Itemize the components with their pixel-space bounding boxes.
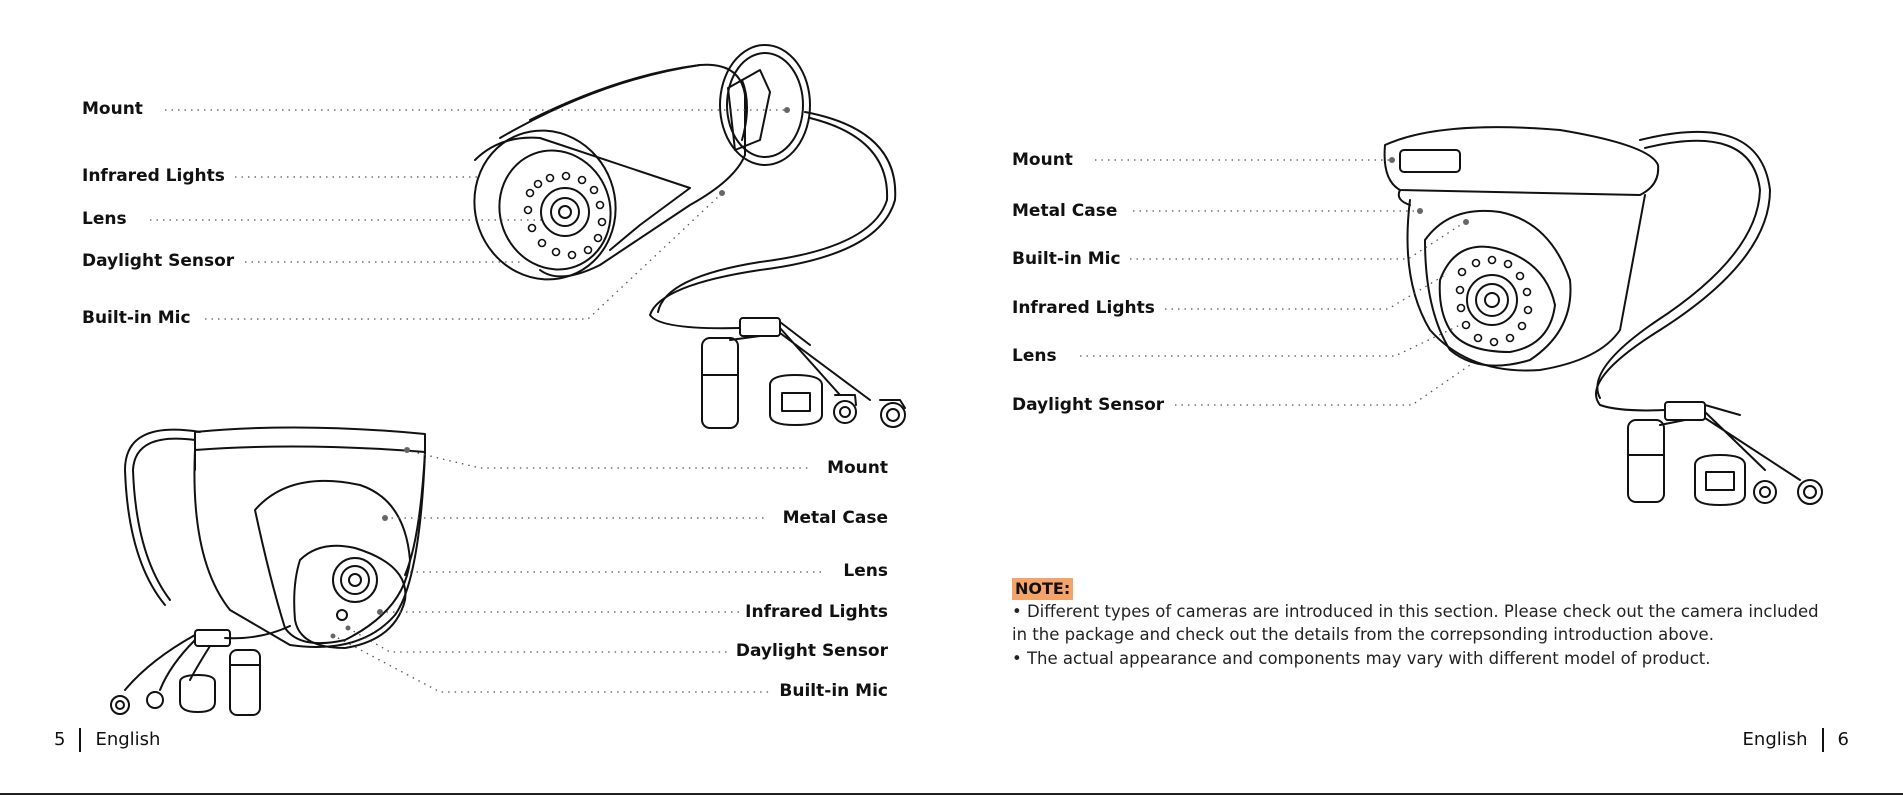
bottom-rule <box>0 793 1903 795</box>
dome-left-label-mount: Mount <box>827 458 888 478</box>
dome-right-label-metal-case: Metal Case <box>1012 201 1118 221</box>
dome-left-label-lens: Lens <box>843 561 888 581</box>
footer-divider <box>1821 728 1824 752</box>
dome-left-label-daylight-sensor: Daylight Sensor <box>735 641 888 661</box>
note-tag: NOTE: <box>1012 578 1074 600</box>
footer-right: English 6 <box>1743 728 1849 752</box>
right-page-number: 6 <box>1837 729 1849 750</box>
footer-divider <box>79 728 82 752</box>
dome-right-label-infrared-lights: Infrared Lights <box>1012 298 1155 318</box>
dome-right-label-daylight-sensor: Daylight Sensor <box>1012 395 1165 415</box>
bullet-label-infrared-lights: Infrared Lights <box>82 166 225 186</box>
right-language: English <box>1742 729 1808 750</box>
dome-camera-right-illustration <box>1383 126 1823 506</box>
bullet-label-mount: Mount <box>82 99 143 119</box>
bullet-label-daylight-sensor: Daylight Sensor <box>82 251 235 271</box>
note-line-1: • Different types of cameras are introdu… <box>1012 602 1819 621</box>
left-language: English <box>95 729 161 750</box>
dome-left-label-metal-case: Metal Case <box>782 508 888 528</box>
left-page-number: 5 <box>54 729 66 750</box>
leader-lines <box>150 109 1471 693</box>
dome-right-label-built-in-mic: Built-in Mic <box>1012 249 1121 269</box>
dome-camera-left-illustration <box>110 426 426 716</box>
dome-right-label-lens: Lens <box>1012 346 1057 366</box>
bullet-label-lens: Lens <box>82 209 127 229</box>
leader-dots <box>330 107 1469 639</box>
footer-left: 5 English <box>54 728 160 752</box>
note-line-3: • The actual appearance and components m… <box>1012 649 1711 668</box>
note-line-2: in the package and check out the details… <box>1012 625 1714 644</box>
dome-left-label-infrared-lights: Infrared Lights <box>745 602 888 622</box>
dome-right-label-mount: Mount <box>1012 150 1073 170</box>
bullet-camera-illustration <box>473 44 906 429</box>
dome-left-label-built-in-mic: Built-in Mic <box>779 681 888 701</box>
bullet-label-built-in-mic: Built-in Mic <box>82 308 191 328</box>
